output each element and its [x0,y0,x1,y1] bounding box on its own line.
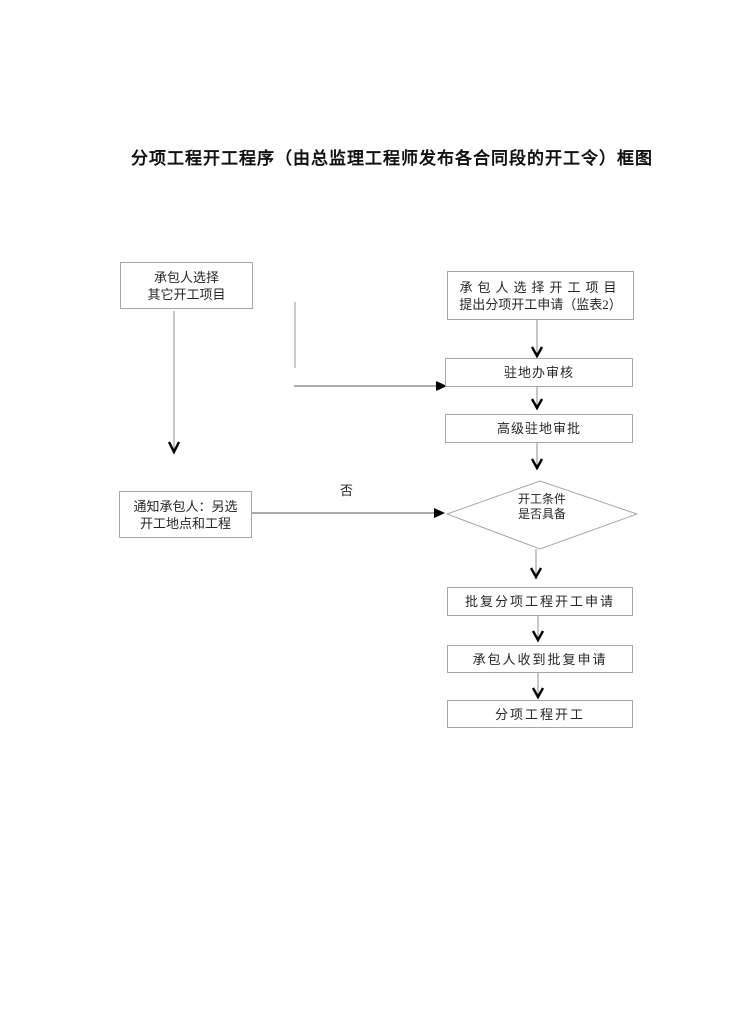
arrowhead-down-icon [530,398,544,411]
node-contractor-selects-project-apply: 承包人选择开工项目 提出分项开工申请（监表2） [447,271,634,320]
page-title: 分项工程开工程序（由总监理工程师发布各合同段的开工令）框图 [131,149,653,168]
arrowhead-down-icon [531,687,545,700]
node-text-line: 是否具备 [517,507,566,521]
node-text-line: 驻地办审核 [503,365,574,380]
edge-label-no: 否 [340,483,354,498]
node-approve-subitem-application: 批复分项工程开工申请 [447,587,633,616]
node-contractor-selects-other-project: 承包人选择 其它开工项目 [120,262,253,309]
node-text-line: 开工条件 [517,492,566,506]
arrowhead-down-icon [530,346,544,359]
node-text-line: 批复分项工程开工申请 [464,594,615,609]
arrowhead-right-icon [434,508,445,518]
node-text-line: 分项工程开工 [494,706,585,722]
decision-commencement-conditions: 开工条件 是否具备 [447,492,637,522]
node-text-line: 通知承包人：另选 [133,498,238,514]
node-text-line: 提出分项开工申请（监表2） [459,296,622,312]
node-notify-contractor-reselect: 通知承包人：另选 开工地点和工程 [119,491,252,538]
arrowhead-down-icon [167,441,181,455]
arrowhead-down-icon [531,630,545,643]
node-senior-resident-approval: 高级驻地审批 [445,414,633,443]
node-text-line: 其它开工项目 [147,286,226,302]
node-text-line: 开工地点和工程 [139,515,231,531]
node-text-line: 承包人选择 [153,269,219,285]
arrowhead-down-icon [529,567,543,580]
arrowhead-down-icon [530,458,544,471]
node-contractor-receives-approval: 承包人收到批复申请 [447,645,633,673]
node-text-line: 承包人选择开工项目 [459,279,622,295]
node-subitem-work-commences: 分项工程开工 [447,700,633,728]
node-resident-office-review: 驻地办审核 [445,358,633,387]
node-text-line: 高级驻地审批 [496,421,581,436]
node-text-line: 承包人收到批复申请 [472,651,608,667]
